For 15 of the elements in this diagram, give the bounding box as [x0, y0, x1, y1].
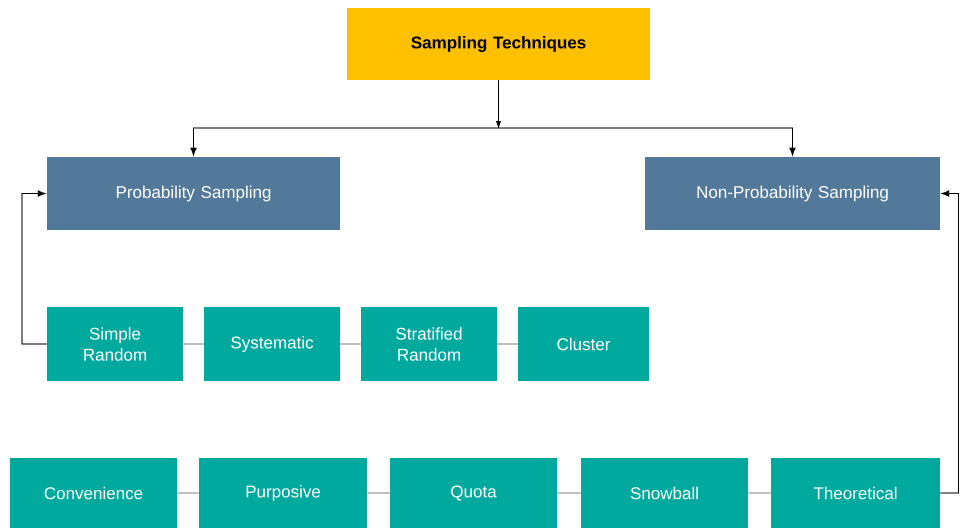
- category-box: Probability Sampling: [47, 157, 340, 230]
- method-box: Convenience: [10, 458, 177, 528]
- connector-arrow: [22, 190, 48, 344]
- method-box: Quota: [390, 458, 557, 528]
- method-box: Stratified Random: [361, 307, 497, 381]
- category-box: Non-Probability Sampling: [645, 157, 940, 230]
- connector-arrow: [940, 190, 959, 494]
- method-box: Purposive: [199, 458, 367, 528]
- method-box: Snowball: [581, 458, 748, 528]
- method-box: Cluster: [518, 307, 649, 381]
- title-box: Sampling Techniques: [347, 8, 650, 80]
- method-box: Theoretical: [771, 458, 940, 528]
- connector-arrow: [498, 80, 796, 156]
- method-box: Systematic: [204, 307, 340, 381]
- method-box: Simple Random: [47, 307, 183, 381]
